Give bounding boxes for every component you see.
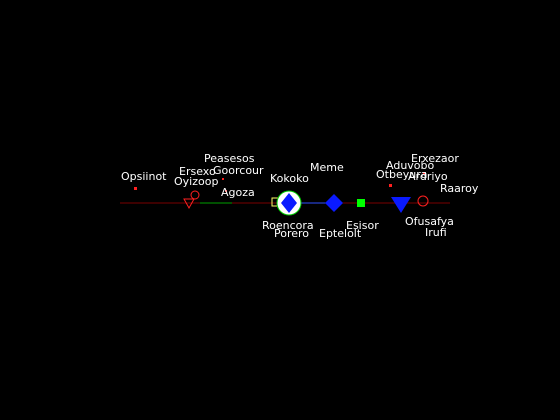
label-roencora: Roencora — [262, 219, 314, 232]
label-meme: Meme — [310, 161, 344, 174]
label-kokoko: Kokoko — [270, 172, 309, 185]
label-erxezaor: Erxezaor — [411, 152, 459, 165]
aduvobo-marker — [389, 184, 392, 187]
erxezaor-marker — [423, 172, 425, 174]
goorcour-marker — [222, 178, 224, 180]
label-peasesos: Peasesos — [204, 152, 255, 165]
ersexo-marker — [190, 190, 200, 200]
label-ersexo: Ersexo — [179, 165, 216, 178]
label-oyizoop: Oyizoop — [174, 175, 218, 188]
label-otbeyura: Otbeyura — [376, 168, 427, 181]
otbeyura-marker — [391, 197, 411, 213]
label-agoza: Agoza — [221, 186, 255, 199]
esisor-marker — [357, 199, 365, 207]
agoza-marker — [225, 190, 227, 192]
oyizoop-marker — [183, 198, 195, 210]
label-opsiinot: Opsiinot — [121, 170, 167, 183]
label-porero: Porero — [274, 227, 309, 240]
ardriyo-marker — [417, 195, 429, 207]
label-ofusafya: Ofusafya — [405, 215, 454, 228]
label-goorcour: Goorcour — [213, 164, 264, 177]
label-irufi: Irufi — [425, 226, 447, 239]
kokoko-diamond — [281, 193, 297, 213]
label-eptelolt: Eptelolt — [319, 227, 362, 240]
opsiinot-marker — [134, 187, 137, 190]
label-aduvobo: Aduvobo — [386, 159, 435, 172]
meme-marker — [325, 194, 343, 212]
label-raaroy: Raaroy — [440, 182, 479, 195]
label-ardriyo: Ardriyo — [408, 170, 448, 183]
label-esisor: Esisor — [346, 219, 379, 232]
